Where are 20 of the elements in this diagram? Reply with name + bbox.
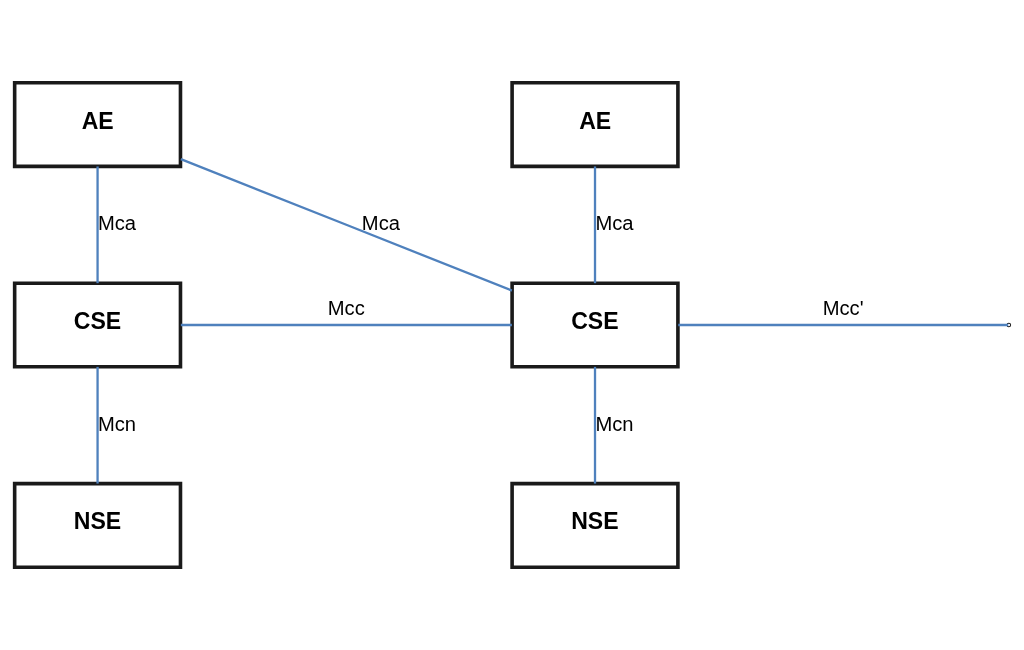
node-box: NSE bbox=[12, 481, 183, 570]
connector bbox=[96, 166, 99, 284]
node-box: AE bbox=[12, 80, 183, 169]
node-box: NSE bbox=[510, 481, 680, 570]
edge-label: Mcc bbox=[327, 297, 365, 320]
edge-label: Mca bbox=[361, 212, 400, 235]
node-box: CSE bbox=[510, 281, 680, 369]
connector bbox=[593, 366, 597, 484]
edge-label: Mcn bbox=[595, 412, 634, 435]
edge-label: Mca bbox=[595, 212, 634, 235]
node-box: AE bbox=[510, 80, 680, 169]
edge-label: Mca bbox=[97, 212, 137, 235]
edge-label: Mcn bbox=[97, 412, 137, 435]
node-box: CSE bbox=[12, 281, 183, 369]
connector bbox=[180, 158, 513, 292]
connector bbox=[180, 323, 512, 327]
edge-label: Mcc' bbox=[822, 297, 864, 320]
connector bbox=[96, 366, 99, 484]
connector bbox=[678, 323, 1009, 327]
connector bbox=[593, 166, 597, 284]
